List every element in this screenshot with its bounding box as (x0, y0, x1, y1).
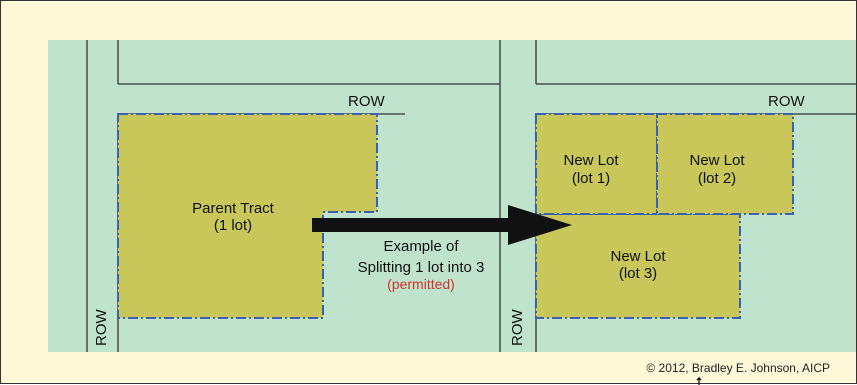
lot-1-title: New Lot (563, 152, 619, 169)
cursor-icon (696, 376, 702, 385)
copyright-notice: © 2012, Bradley E. Johnson, AICP (646, 361, 830, 375)
right-row-top-label: ROW (768, 93, 806, 110)
caption-line-2: Splitting 1 lot into 3 (358, 259, 485, 276)
split-arrow-icon (312, 205, 572, 245)
right-row-side-label: ROW (509, 309, 526, 347)
parent-tract-lot (117, 113, 378, 319)
lot-3-number: (lot 3) (619, 265, 657, 282)
lot-3-title: New Lot (610, 248, 666, 265)
lot-2-number: (lot 2) (698, 170, 736, 187)
parent-tract-title: Parent Tract (192, 200, 275, 217)
caption-permitted: (permitted) (387, 276, 455, 292)
parent-tract-count: (1 lot) (214, 217, 252, 234)
left-row-top-label: ROW (348, 93, 386, 110)
left-row-side-label: ROW (93, 309, 110, 347)
caption-line-1: Example of (383, 238, 459, 255)
lot-1-number: (lot 1) (572, 170, 610, 187)
new-lot-2 (656, 113, 794, 215)
lot-2-title: New Lot (689, 152, 745, 169)
